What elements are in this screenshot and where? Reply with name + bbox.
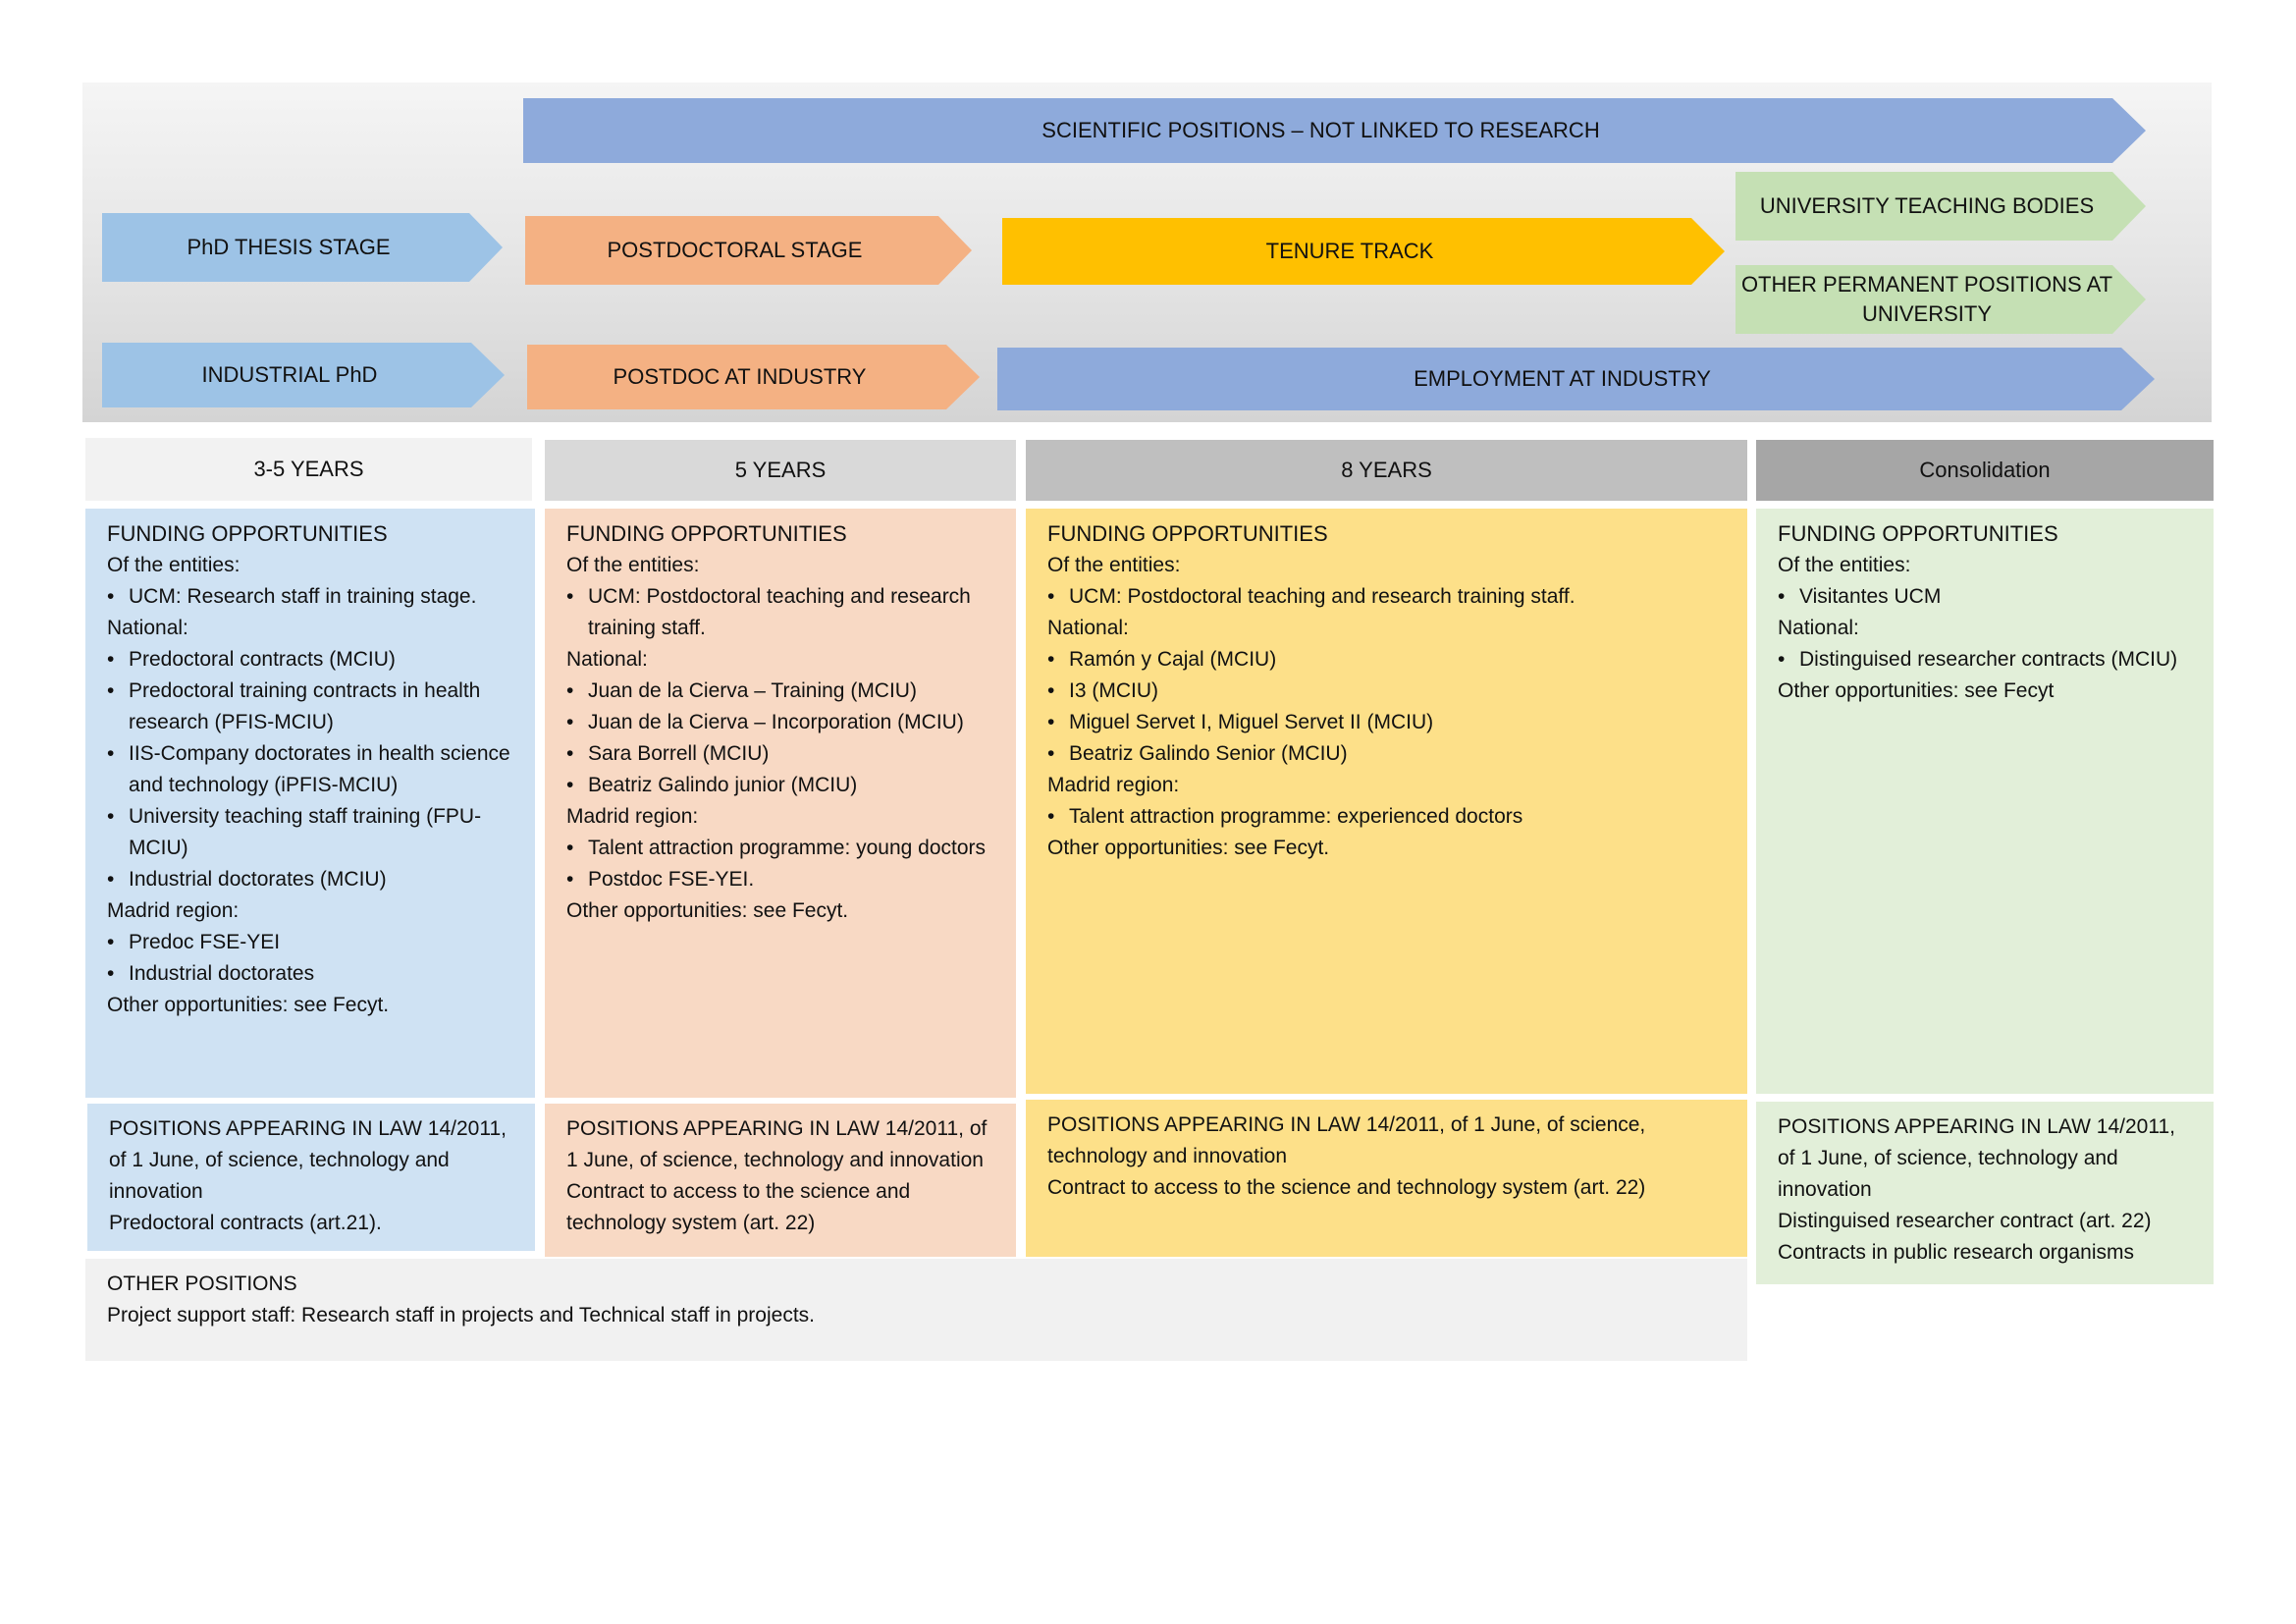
other-positions-title: OTHER POSITIONS [107,1272,297,1295]
entities-label: Of the entities: [1047,554,1181,576]
funding-title: FUNDING OPPORTUNITIES [107,521,388,546]
national-label: National: [566,648,648,671]
positions-box-consolidation: POSITIONS APPEARING IN LAW 14/2011, of 1… [1756,1102,2214,1284]
university-teaching-bodies-label: UNIVERSITY TEACHING BODIES [1759,193,2095,218]
list-item: University teaching staff training (FPU-… [107,801,513,864]
other-positions-box: OTHER POSITIONS Project support staff: R… [85,1259,1747,1361]
other-permanent-positions-label: OTHER PERMANENT POSITIONS AT UNIVERSITY [1740,272,2113,326]
funding-title: FUNDING OPPORTUNITIES [1778,521,2058,546]
national-label: National: [107,617,188,639]
list-item: Industrial doctorates (MCIU) [107,864,513,895]
national-list: Predoctoral contracts (MCIU) Predoctoral… [107,644,513,895]
national-label: National: [1047,617,1129,639]
other-opportunities: Other opportunities: see Fecyt [1778,679,2055,702]
madrid-list: Talent attraction programme: young docto… [566,833,994,895]
postdoctoral-stage-label: POSTDOCTORAL STAGE [607,238,863,262]
positions-title: POSITIONS APPEARING IN LAW 14/2011, of 1… [1778,1115,2175,1201]
column-header-label: 8 YEARS [1341,458,1432,482]
column-header-3-5-years: 3-5 YEARS [85,438,532,501]
positions-title: POSITIONS APPEARING IN LAW 14/2011, of 1… [109,1117,507,1203]
column-header-label: Consolidation [1919,458,2051,482]
other-opportunities: Other opportunities: see Fecyt. [107,994,390,1016]
madrid-label: Madrid region: [566,805,699,828]
other-permanent-positions-arrow: OTHER PERMANENT POSITIONS AT UNIVERSITY [1735,265,2146,334]
list-item: Miguel Servet I, Miguel Servet II (MCIU) [1047,707,1726,738]
other-opportunities: Other opportunities: see Fecyt. [566,899,849,922]
list-item: Predoc FSE-YEI [107,927,513,958]
madrid-list: Talent attraction programme: experienced… [1047,801,1726,833]
scientific-positions-label: SCIENTIFIC POSITIONS – NOT LINKED TO RES… [1041,118,1600,142]
funding-title: FUNDING OPPORTUNITIES [1047,521,1328,546]
list-item: Talent attraction programme: young docto… [566,833,994,864]
phd-thesis-stage-label: PhD THESIS STAGE [187,235,391,259]
list-item: Juan de la Cierva – Incorporation (MCIU) [566,707,994,738]
phd-thesis-stage-arrow: PhD THESIS STAGE [102,213,503,282]
entities-label: Of the entities: [1778,554,1911,576]
list-item: Talent attraction programme: experienced… [1047,801,1726,833]
positions-box-8-years: POSITIONS APPEARING IN LAW 14/2011, of 1… [1026,1100,1747,1257]
funding-box-8-years: FUNDING OPPORTUNITIES Of the entities: U… [1026,509,1747,1094]
list-item: I3 (MCIU) [1047,676,1726,707]
entities-list: UCM: Research staff in training stage. [107,581,513,613]
national-label: National: [1778,617,1859,639]
list-item: Predoctoral contracts (MCIU) [107,644,513,676]
other-positions-text: Project support staff: Research staff in… [107,1304,815,1326]
university-teaching-bodies-arrow: UNIVERSITY TEACHING BODIES [1735,172,2146,241]
list-item: IIS-Company doctorates in health science… [107,738,513,801]
funding-box-consolidation: FUNDING OPPORTUNITIES Of the entities: V… [1756,509,2214,1094]
funding-box-3-5-years: FUNDING OPPORTUNITIES Of the entities: U… [85,509,535,1098]
tenure-track-label: TENURE TRACK [1265,239,1434,263]
positions-box-5-years: POSITIONS APPEARING IN LAW 14/2011, of 1… [545,1104,1016,1257]
positions-line: Contract to access to the science and te… [566,1180,911,1234]
entities-list: UCM: Postdoctoral teaching and research … [1047,581,1726,613]
madrid-label: Madrid region: [1047,774,1180,796]
list-item: Distinguised researcher contracts (MCIU) [1778,644,2192,676]
list-item: Beatriz Galindo junior (MCIU) [566,770,994,801]
list-item: UCM: Postdoctoral teaching and research … [566,581,994,644]
scientific-positions-arrow: SCIENTIFIC POSITIONS – NOT LINKED TO RES… [523,98,2146,163]
positions-line: Predoctoral contracts (art.21). [109,1212,382,1234]
list-item: Ramón y Cajal (MCIU) [1047,644,1726,676]
positions-box-3-5-years: POSITIONS APPEARING IN LAW 14/2011, of 1… [87,1104,535,1251]
list-item: UCM: Research staff in training stage. [107,581,513,613]
funding-title: FUNDING OPPORTUNITIES [566,521,847,546]
positions-title: POSITIONS APPEARING IN LAW 14/2011, of 1… [1047,1113,1646,1167]
entities-label: Of the entities: [107,554,240,576]
national-list: Juan de la Cierva – Training (MCIU) Juan… [566,676,994,801]
positions-title: POSITIONS APPEARING IN LAW 14/2011, of 1… [566,1117,988,1171]
list-item: Predoctoral training contracts in health… [107,676,513,738]
industrial-phd-arrow: INDUSTRIAL PhD [102,343,505,407]
national-list: Ramón y Cajal (MCIU) I3 (MCIU) Miguel Se… [1047,644,1726,770]
industrial-phd-label: INDUSTRIAL PhD [201,362,378,387]
list-item: Visitantes UCM [1778,581,2192,613]
list-item: Beatriz Galindo Senior (MCIU) [1047,738,1726,770]
employment-at-industry-arrow: EMPLOYMENT AT INDUSTRY [997,348,2155,410]
column-header-consolidation: Consolidation [1756,440,2214,501]
positions-line: Distinguised researcher contract (art. 2… [1778,1210,2152,1232]
list-item: UCM: Postdoctoral teaching and research … [1047,581,1726,613]
positions-line: Contract to access to the science and te… [1047,1176,1646,1199]
national-list: Distinguised researcher contracts (MCIU) [1778,644,2192,676]
postdoctoral-stage-arrow: POSTDOCTORAL STAGE [525,216,972,285]
funding-box-5-years: FUNDING OPPORTUNITIES Of the entities: U… [545,509,1016,1098]
list-item: Industrial doctorates [107,958,513,990]
column-header-label: 3-5 YEARS [253,457,364,481]
other-opportunities: Other opportunities: see Fecyt. [1047,837,1330,859]
positions-line: Contracts in public research organisms [1778,1241,2134,1264]
madrid-list: Predoc FSE-YEI Industrial doctorates [107,927,513,990]
list-item: Sara Borrell (MCIU) [566,738,994,770]
column-header-8-years: 8 YEARS [1026,440,1747,501]
madrid-label: Madrid region: [107,899,240,922]
postdoc-at-industry-arrow: POSTDOC AT INDUSTRY [527,345,980,409]
entities-label: Of the entities: [566,554,700,576]
entities-list: Visitantes UCM [1778,581,2192,613]
postdoc-at-industry-label: POSTDOC AT INDUSTRY [613,364,867,389]
column-header-5-years: 5 YEARS [545,440,1016,501]
list-item: Postdoc FSE-YEI. [566,864,994,895]
column-header-label: 5 YEARS [734,458,827,482]
list-item: Juan de la Cierva – Training (MCIU) [566,676,994,707]
employment-at-industry-label: EMPLOYMENT AT INDUSTRY [1414,366,1711,391]
entities-list: UCM: Postdoctoral teaching and research … [566,581,994,644]
tenure-track-arrow: TENURE TRACK [1002,218,1725,285]
